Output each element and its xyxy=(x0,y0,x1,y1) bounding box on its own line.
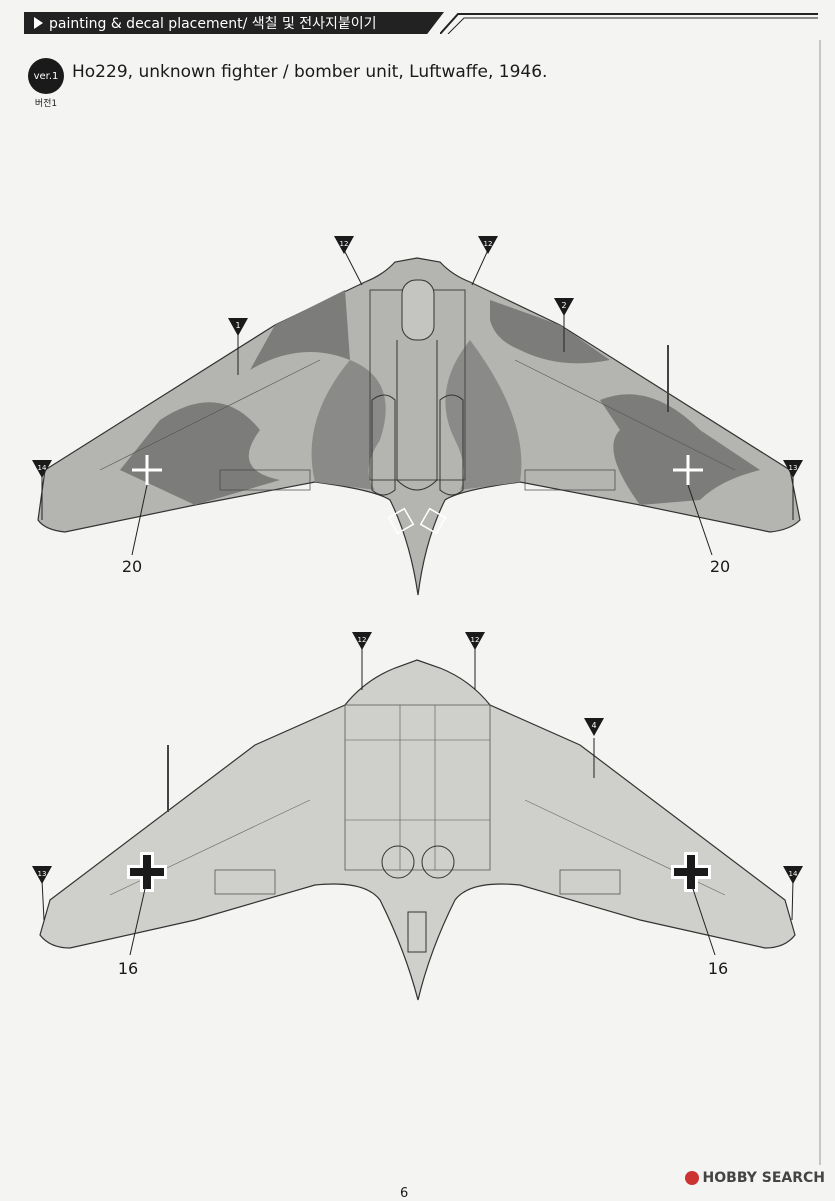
callout-number: 20 xyxy=(122,557,142,576)
marker-triangle xyxy=(584,718,604,736)
marker-label: 2 xyxy=(561,301,566,310)
header-rule xyxy=(440,13,818,34)
marker-triangle xyxy=(352,632,372,650)
balkenkreuz-outline-right xyxy=(673,455,703,485)
marker-triangle xyxy=(32,866,52,884)
scheme-title: Ho229, unknown fighter / bomber unit, Lu… xyxy=(72,62,548,82)
marker-triangle xyxy=(783,866,803,884)
balkenkreuz-right xyxy=(671,852,711,892)
version-sub: 버전1 xyxy=(34,99,58,109)
callout-number: 20 xyxy=(710,557,730,576)
marker-label: 12 xyxy=(358,636,367,644)
section-title: painting & decal placement/ 색칠 및 전사지붙이기 xyxy=(49,16,377,32)
marker-triangle xyxy=(554,298,574,316)
upper-surface-view: 1 2 12 12 13 14 20 20 xyxy=(32,236,803,596)
marker-label: 13 xyxy=(789,464,798,472)
marker-label: 14 xyxy=(38,464,47,472)
hobby-search-logo-icon xyxy=(684,1171,699,1185)
marker-triangle xyxy=(32,460,52,478)
marker-triangle xyxy=(783,460,803,478)
marker-label: 14 xyxy=(789,870,798,878)
section-header: painting & decal placement/ 색칠 및 전사지붙이기 xyxy=(24,12,444,34)
page-number: 6 xyxy=(400,1186,409,1201)
lower-surface-view: 4 12 12 13 14 16 16 xyxy=(32,632,803,1001)
triangle-icon xyxy=(34,17,43,29)
marker-label: 4 xyxy=(591,721,596,730)
marker-triangle xyxy=(465,632,485,650)
callout-number: 16 xyxy=(708,959,728,978)
watermark-text: HOBBY SEARCH xyxy=(702,1170,825,1186)
callout-number: 16 xyxy=(118,959,138,978)
marker-triangle xyxy=(228,318,248,336)
marker-triangle xyxy=(334,236,354,254)
balkenkreuz-left xyxy=(127,852,167,892)
balkenkreuz-outline-left xyxy=(132,455,162,485)
watermark: HOBBY SEARCH xyxy=(684,1170,825,1186)
marker-triangle xyxy=(478,236,498,254)
marker-label: 13 xyxy=(38,870,47,878)
marker-label: 1 xyxy=(235,321,240,330)
marker-label: 12 xyxy=(340,240,349,248)
marker-label: 12 xyxy=(484,240,493,248)
version-badge: ver.1 xyxy=(28,58,64,94)
marker-label: 12 xyxy=(471,636,480,644)
